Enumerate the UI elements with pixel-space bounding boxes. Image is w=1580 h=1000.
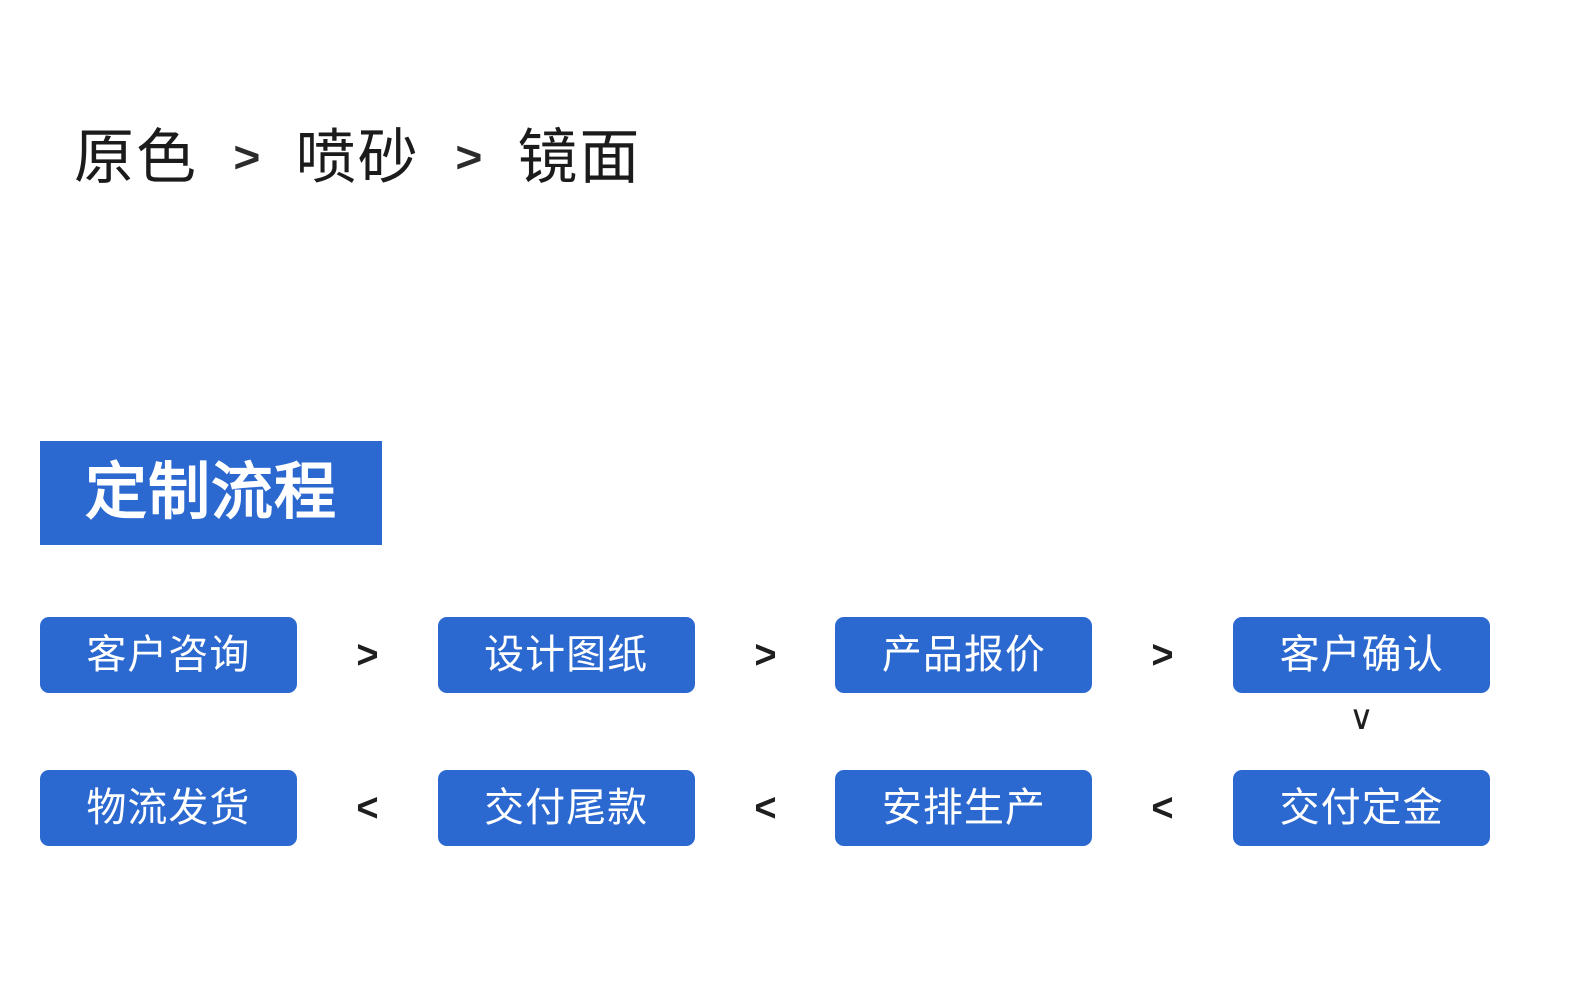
flow-step-label: 客户咨询	[86, 633, 251, 677]
finish-options-row: 原色 > 喷砂 > 镜面	[74, 122, 641, 194]
flow-step-customer-confirmation[interactable]: 客户确认	[1233, 617, 1491, 693]
flow-step-product-quotation[interactable]: 产品报价	[835, 617, 1093, 693]
flow-row-bottom: 物流发货 < 交付尾款 < 安排生产 < 交付定金	[40, 770, 1491, 846]
flow-step-label: 安排生产	[881, 786, 1046, 830]
chevron-left-icon: <	[1151, 786, 1174, 830]
finish-option-original: 原色	[74, 124, 198, 191]
chevron-right-icon: >	[1151, 633, 1174, 677]
flow-step-label: 客户确认	[1279, 633, 1444, 677]
chevron-right-icon: >	[356, 633, 379, 677]
flow-step-label: 交付尾款	[484, 786, 649, 830]
flow-step-label: 交付定金	[1279, 786, 1444, 830]
flow-step-final-payment[interactable]: 交付尾款	[437, 770, 695, 846]
flow-step-label: 设计图纸	[484, 633, 649, 677]
flow-step-design-drawing[interactable]: 设计图纸	[437, 617, 695, 693]
flow-step-arrange-production[interactable]: 安排生产	[835, 770, 1093, 846]
chevron-right-icon: >	[753, 633, 777, 677]
chevron-left-icon: <	[356, 786, 379, 830]
section-heading-label: 定制流程	[84, 458, 337, 527]
flow-row-top: 客户咨询 > 设计图纸 > 产品报价 > 客户确认	[40, 617, 1491, 693]
section-heading-badge: 定制流程	[40, 441, 382, 545]
flow-step-label: 产品报价	[881, 633, 1046, 677]
finish-option-mirror: 镜面	[517, 124, 642, 191]
chevron-left-icon: <	[753, 786, 777, 830]
chevron-right-icon: >	[455, 133, 483, 182]
custom-process-flow: 客户咨询 > 设计图纸 > 产品报价 > 客户确认 物流发货 < 交付尾款 < …	[40, 617, 1491, 846]
flow-step-logistics-shipment[interactable]: 物流发货	[40, 770, 297, 846]
flow-step-label: 物流发货	[86, 786, 251, 830]
chevron-right-icon: >	[233, 133, 261, 182]
finish-option-sandblast: 喷砂	[295, 124, 420, 191]
flow-step-customer-inquiry[interactable]: 客户咨询	[40, 617, 297, 693]
flow-step-deposit-payment[interactable]: 交付定金	[1233, 770, 1491, 846]
